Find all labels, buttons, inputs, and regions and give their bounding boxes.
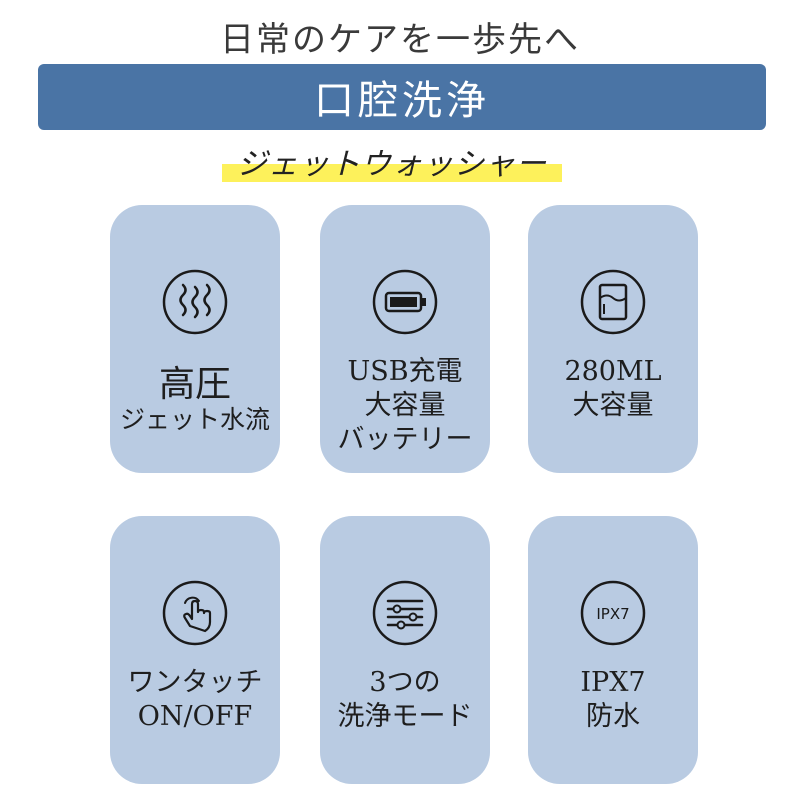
feature-line: ON/OFF (137, 701, 253, 732)
feature-line: 大容量 (364, 390, 446, 421)
touch-finger-icon (162, 580, 228, 646)
feature-card-waterproof: IPX7 IPX7 防水 (528, 516, 698, 784)
water-tank-icon (580, 269, 646, 335)
feature-line: IPX7 (580, 667, 646, 698)
feature-card-high-pressure: 高圧 ジェット水流 (110, 205, 280, 473)
feature-line: バッテリー (337, 424, 473, 455)
product-name: ジェットウォッシャー (222, 138, 562, 184)
feature-line: USB充電 (347, 356, 463, 387)
feature-card-usb-charging: USB充電 大容量 バッテリー (320, 205, 490, 473)
product-name-text: ジェットウォッシャー (237, 147, 547, 182)
feature-line: 高圧 (158, 364, 231, 405)
feature-line: 防水 (586, 701, 640, 732)
feature-card-modes: 3つの 洗浄モード (320, 516, 490, 784)
feature-label: 3つの 洗浄モード (320, 666, 490, 734)
feature-label: 280ML 大容量 (528, 355, 698, 423)
feature-label: 高圧 ジェット水流 (110, 365, 280, 435)
feature-card-capacity: 280ML 大容量 (528, 205, 698, 473)
highlight-marker (222, 164, 562, 182)
battery-icon (372, 269, 438, 335)
tagline: 日常のケアを一歩先へ (220, 20, 580, 60)
feature-line: ワンタッチ (127, 667, 263, 698)
sliders-icon (372, 580, 438, 646)
banner-title: 口腔洗浄 (314, 78, 490, 124)
title-banner: 口腔洗浄 (38, 64, 766, 130)
feature-line: 大容量 (572, 390, 654, 421)
ipx7-icon-text: IPX7 (596, 605, 629, 623)
feature-line: ジェット水流 (119, 405, 270, 434)
feature-label: USB充電 大容量 バッテリー (320, 355, 490, 457)
ipx7-icon: IPX7 (580, 580, 646, 646)
feature-card-one-touch: ワンタッチ ON/OFF (110, 516, 280, 784)
water-jet-icon (162, 269, 228, 335)
feature-label: ワンタッチ ON/OFF (110, 666, 280, 734)
feature-label: IPX7 防水 (528, 666, 698, 734)
feature-line: 洗浄モード (337, 701, 473, 732)
feature-line: 3つの (369, 667, 441, 698)
feature-line: 280ML (564, 356, 662, 387)
